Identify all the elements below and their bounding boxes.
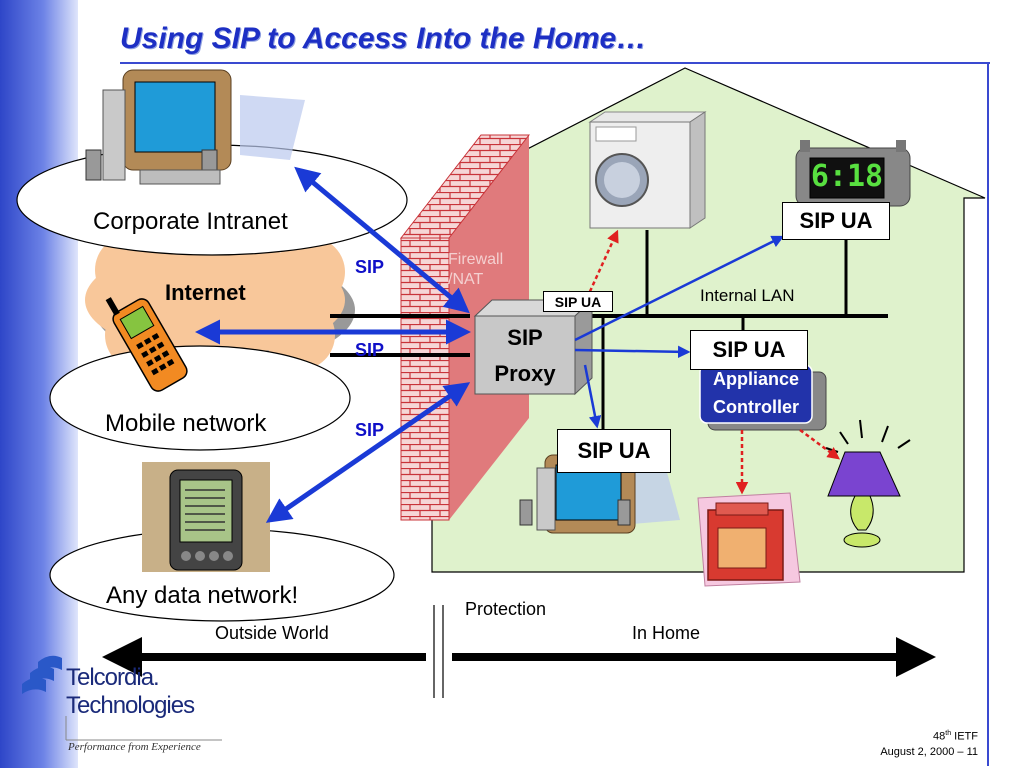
arrow-to-pc-ua [583,364,602,429]
arrow-to-washer [585,229,619,299]
meeting-label: 48th IETF [933,730,978,743]
clock-sip-ua-box: SIP UA [782,202,890,240]
appliance-sip-ua-box: SIP UA [690,330,808,370]
title-rule [120,62,990,64]
arrow-to-lamp [799,428,841,460]
arrow-to-appliance-ua [574,345,691,359]
frame-rule [987,62,989,766]
corporate-intranet-label: Corporate Intranet [93,208,288,235]
any-data-network-label: Any data network! [106,582,299,609]
clock-display: 6:18 [810,159,884,194]
company-name: Telcordia. [66,664,160,691]
page-title: Using SIP to Access Into the Home… [120,22,647,55]
coffee-maker-icon [697,492,801,587]
sip-proxy-label: SIP [507,325,543,350]
sip-link-label: SIP [355,257,385,277]
date-page-label: August 2, 2000 – 11 [880,746,978,758]
in-home-label: In Home [632,623,701,643]
company-name-2: Technologies [66,692,195,719]
internal-lan-label: Internal LAN [700,286,795,305]
sip-link-label: SIP [355,420,385,440]
lamp-icon [825,419,911,548]
washing-machine-icon [588,111,707,229]
home-computer-icon [519,454,680,534]
clock-radio-icon [795,140,911,207]
sip-proxy-label-2: Proxy [494,361,556,386]
mobile-network-label: Mobile network [105,410,267,437]
company-tagline: Performance from Experience [68,741,201,753]
arrow-any-network [265,382,471,523]
sip-link-label: SIP [355,340,385,360]
nat-label: /NAT [448,271,484,288]
cell-phone-icon [105,297,188,392]
protection-label: Protection [465,599,547,619]
corporate-computer-icon [85,69,305,185]
internet-label: Internet [165,280,246,305]
arrow-to-clock-ua [574,235,785,342]
appliance-controller-label-2: Controller [712,397,799,417]
firewall-label: Firewall [448,251,504,268]
sip-proxy-block [473,298,594,396]
arrow-corporate [294,166,470,314]
outside-world-label: Outside World [215,623,329,643]
proxy-sip-ua-box: SIP UA [543,291,613,312]
appliance-controller-label: Appliance [712,369,800,389]
pda-icon [142,462,270,572]
pc-sip-ua-box: SIP UA [557,429,671,473]
appliance-controller-block [699,364,827,431]
telcordia-logo-mark [22,655,62,694]
